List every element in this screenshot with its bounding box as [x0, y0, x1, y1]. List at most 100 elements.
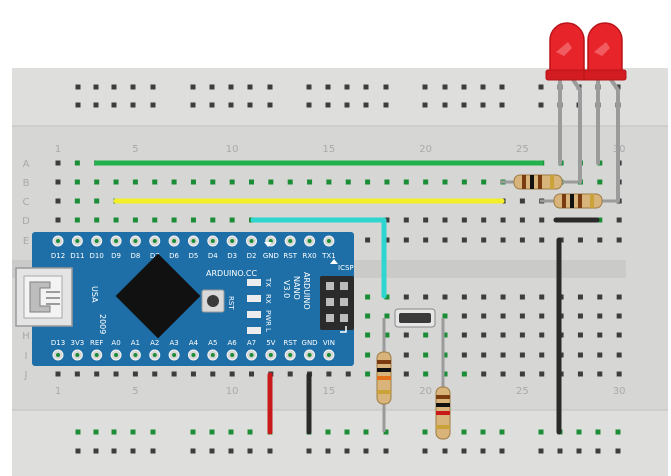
- column-number: 25: [516, 144, 529, 155]
- rail-hole: [190, 102, 196, 108]
- rail-hole: [480, 102, 486, 108]
- breadboard-hole: [500, 237, 506, 243]
- breadboard-hole: [519, 237, 525, 243]
- breadboard-hole: [577, 313, 583, 319]
- led-left[interactable]: [545, 22, 589, 81]
- breadboard-hole: [190, 179, 196, 185]
- breadboard-hole: [539, 313, 545, 319]
- breadboard-hole: [365, 371, 371, 377]
- breadboard-hole: [423, 237, 429, 243]
- breadboard-hole: [171, 217, 177, 223]
- reset-button[interactable]: [201, 289, 225, 313]
- breadboard-hole: [190, 217, 196, 223]
- breadboard-hole: [403, 352, 409, 358]
- arduino-pin-label: D10: [90, 252, 104, 260]
- pushbutton[interactable]: [394, 308, 436, 328]
- rail-hole: [228, 448, 234, 454]
- rail-hole: [499, 84, 505, 90]
- arduino-pin-label: RST: [283, 252, 297, 260]
- wire-black-led-ground[interactable]: [553, 217, 600, 435]
- breadboard-hole: [539, 371, 545, 377]
- row-letter: I: [25, 351, 28, 362]
- arduino-pin-label: D6: [169, 252, 179, 260]
- breadboard-hole: [384, 332, 390, 338]
- status-leds: [247, 279, 261, 334]
- breadboard-hole: [132, 371, 138, 377]
- column-number: 1: [55, 386, 61, 397]
- breadboard-hole: [365, 179, 371, 185]
- breadboard-hole: [152, 371, 158, 377]
- led-label-rx: RX: [264, 294, 272, 304]
- breadboard-hole: [577, 332, 583, 338]
- led-label-l: L: [264, 328, 272, 332]
- breadboard-hole: [539, 352, 545, 358]
- breadboard-hole: [519, 217, 525, 223]
- arduino-pin-label: D9: [111, 252, 121, 260]
- arduino-pin-label: A0: [111, 339, 120, 347]
- rail-hole: [461, 448, 467, 454]
- column-number: 20: [419, 144, 432, 155]
- breadboard-hole: [597, 371, 603, 377]
- rail-hole: [344, 84, 350, 90]
- wire-cyan[interactable]: [250, 217, 387, 299]
- rail-hole: [383, 102, 389, 108]
- breadboard-hole: [210, 179, 216, 185]
- rail-hole: [267, 102, 273, 108]
- column-number: 15: [323, 144, 336, 155]
- breadboard-hole: [577, 352, 583, 358]
- rail-hole: [480, 448, 486, 454]
- breadboard-hole: [461, 313, 467, 319]
- rail-hole: [228, 84, 234, 90]
- breadboard-hole: [616, 313, 622, 319]
- rail-hole: [595, 429, 601, 435]
- rail-hole: [344, 448, 350, 454]
- breadboard-hole: [442, 371, 448, 377]
- nano-name-line-1: ARDUINO: [302, 272, 311, 310]
- led-right[interactable]: [583, 22, 627, 81]
- row-letter: H: [22, 331, 30, 342]
- rail-hole: [130, 429, 136, 435]
- breadboard-hole: [461, 237, 467, 243]
- rail-hole: [111, 102, 117, 108]
- arduino-pin-label: A7: [247, 339, 256, 347]
- rail-hole: [228, 429, 234, 435]
- breadboard-hole: [423, 294, 429, 300]
- rail-hole: [499, 448, 505, 454]
- rail-hole: [422, 84, 428, 90]
- rail-hole: [111, 429, 117, 435]
- arduino-pin-label: D8: [130, 252, 140, 260]
- rail-hole: [383, 448, 389, 454]
- rail-hole: [75, 84, 81, 90]
- breadboard-hole: [152, 217, 158, 223]
- breadboard-hole: [461, 179, 467, 185]
- resistor-1[interactable]: [500, 174, 578, 190]
- rail-hole: [363, 429, 369, 435]
- rail-hole: [150, 429, 156, 435]
- rail-hole: [93, 102, 99, 108]
- row-letter: C: [23, 197, 30, 208]
- rail-hole: [93, 448, 99, 454]
- breadboard-hole: [403, 179, 409, 185]
- rail-hole: [422, 448, 428, 454]
- breadboard-hole: [500, 332, 506, 338]
- rail-hole: [150, 84, 156, 90]
- breadboard-hole: [597, 179, 603, 185]
- arduino-pin-label: D5: [189, 252, 199, 260]
- rail-hole: [190, 448, 196, 454]
- led-label-pwr: PWR: [264, 310, 272, 326]
- column-number: 30: [613, 386, 626, 397]
- rail-hole: [228, 102, 234, 108]
- breadboard-hole: [74, 217, 80, 223]
- resistor-4[interactable]: [435, 318, 451, 440]
- breadboard-hole: [442, 294, 448, 300]
- rail-hole: [190, 429, 196, 435]
- resistor-2[interactable]: [540, 193, 616, 209]
- rail-hole: [538, 448, 544, 454]
- arduino-pin-label: A1: [131, 339, 140, 347]
- arduino-pin-label: RST: [283, 339, 297, 347]
- rail-hole: [130, 102, 136, 108]
- resistor-3[interactable]: [376, 318, 392, 432]
- breadboard-hole: [442, 313, 448, 319]
